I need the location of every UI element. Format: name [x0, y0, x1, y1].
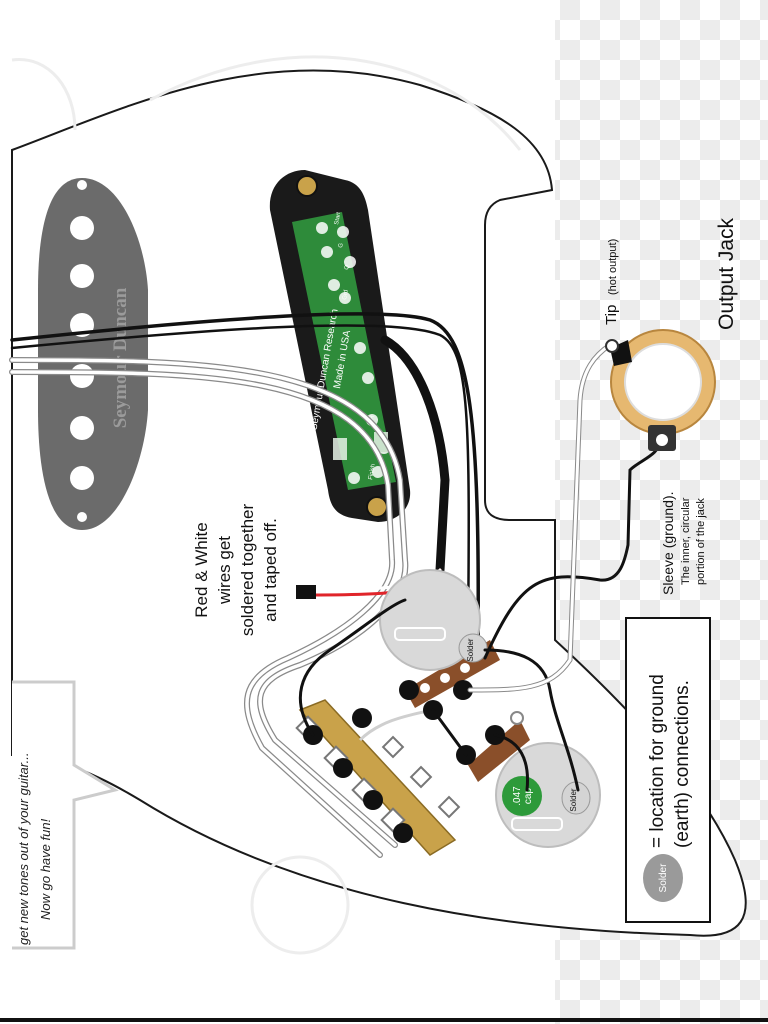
- output-jack-icon: [605, 329, 716, 451]
- solder-points: [303, 680, 505, 843]
- tip-label: Tip: [603, 305, 620, 325]
- board-pad-start: Start: [334, 211, 342, 225]
- legend-swatch-label: Solder: [658, 863, 669, 893]
- tip-sub-label: (hot output): [607, 239, 619, 295]
- board-pad-grd: Grd: [342, 289, 350, 300]
- board-pad-q: Q: [344, 264, 351, 270]
- neck-pickup-brand: Seymour Duncan: [110, 287, 131, 428]
- solder-legend: Solder = location for ground (earth) con…: [625, 617, 711, 923]
- board-pad-r: R: [369, 414, 376, 420]
- cap-word: cap: [523, 788, 534, 805]
- note-line-1: get new tones out of your guitar...: [16, 753, 31, 945]
- pot-wires: [298, 342, 662, 792]
- legend-line-2: (earth) connections.: [672, 680, 693, 848]
- rw-line-2: wires get: [215, 536, 234, 605]
- neck-wires: [9, 312, 480, 858]
- rw-line-3: soldered together: [238, 504, 257, 637]
- note-line-2: Now go have fun!: [38, 818, 53, 920]
- ghost-body: [11, 55, 522, 955]
- bottom-border: [0, 1018, 768, 1022]
- legend-line-1: = location for ground: [647, 674, 668, 848]
- sleeve-sub-2: portion of the jack: [695, 498, 707, 585]
- red-white-callout: Red & White wires get soldered together …: [192, 504, 280, 637]
- board-pad-g: G: [338, 242, 345, 248]
- output-jack-label: Output Jack: [715, 217, 738, 330]
- volume-pot: Solder: [379, 569, 500, 708]
- board-pad-finish: Finish: [368, 464, 377, 481]
- note-bubble: get new tones out of your guitar... Now …: [12, 680, 119, 950]
- tone-solder-label: Solder: [569, 788, 578, 811]
- sleeve-label: Sleeve (ground).: [660, 491, 676, 595]
- rw-line-1: Red & White: [192, 522, 211, 617]
- rw-line-4: and taped off.: [261, 518, 280, 622]
- cap-value: .047: [512, 786, 523, 806]
- taped-off-wires: [296, 585, 316, 599]
- volume-solder-label: Solder: [466, 638, 475, 661]
- selector-switch: [295, 699, 461, 856]
- jack-callouts: Tip (hot output) Output Jack Sleeve (gro…: [603, 217, 738, 595]
- neck-pickup: Seymour Duncan: [38, 178, 148, 530]
- sleeve-sub-1: The inner, circular: [680, 497, 692, 585]
